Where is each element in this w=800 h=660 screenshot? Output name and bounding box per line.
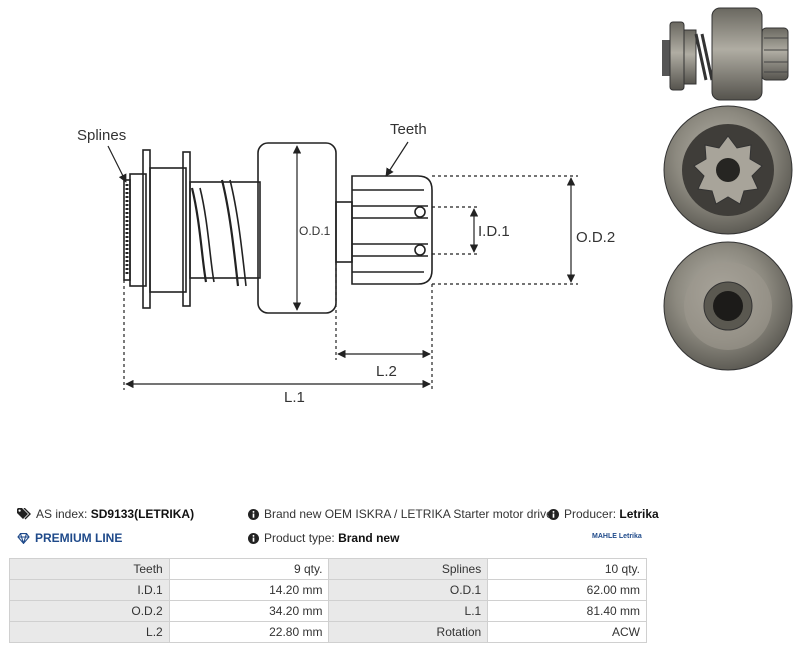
premium-label: PREMIUM LINE xyxy=(35,531,123,545)
label-teeth: Teeth xyxy=(390,121,427,138)
table-row: O.D.2 34.20 mm L.1 81.40 mm xyxy=(9,600,647,622)
as-index-value: SD9133(LETRIKA) xyxy=(90,507,195,521)
label-id1: I.D.1 xyxy=(478,223,510,240)
spec-key: L.1 xyxy=(328,600,489,622)
label-splines: Splines xyxy=(77,127,126,144)
photo-side-view xyxy=(662,7,789,101)
spec-table: Teeth 9 qty. Splines 10 qty. I.D.1 14.20… xyxy=(9,558,647,643)
description: Brand new OEM ISKRA / LETRIKA Starter mo… xyxy=(248,507,553,521)
spec-value: 22.80 mm xyxy=(168,621,330,643)
label-l2: L.2 xyxy=(376,363,397,380)
info-icon xyxy=(248,509,259,520)
table-row: I.D.1 14.20 mm O.D.1 62.00 mm xyxy=(9,579,647,601)
label-od2: O.D.2 xyxy=(576,229,615,246)
spec-value: 9 qty. xyxy=(168,558,330,580)
info-icon xyxy=(248,533,259,544)
description-text: Brand new OEM ISKRA / LETRIKA Starter mo… xyxy=(264,507,553,521)
starter-drive-outline xyxy=(123,142,433,314)
spec-value: 14.20 mm xyxy=(168,579,330,601)
info-icon xyxy=(548,509,559,520)
as-index-label: AS index: xyxy=(36,507,88,521)
table-row: Teeth 9 qty. Splines 10 qty. xyxy=(9,558,647,580)
product-type-value: Brand new xyxy=(338,531,400,545)
spec-key: I.D.1 xyxy=(9,579,170,601)
table-row: L.2 22.80 mm Rotation ACW xyxy=(9,621,647,643)
product-type-label: Product type: xyxy=(264,531,335,545)
spec-value: 10 qty. xyxy=(487,558,647,580)
spec-key: L.2 xyxy=(9,621,170,643)
producer-value: Letrika xyxy=(619,507,659,521)
spec-value: 62.00 mm xyxy=(487,579,647,601)
dimension-lines xyxy=(107,141,578,390)
spec-key: Rotation xyxy=(328,621,489,643)
label-od1: O.D.1 xyxy=(299,224,331,238)
photo-front-view xyxy=(663,105,793,235)
as-index: AS index: SD9133(LETRIKA) xyxy=(17,507,194,521)
technical-drawing: Splines Teeth O.D.1 I.D.1 O.D.2 L.2 L.1 xyxy=(77,7,793,406)
producer-label: Producer: xyxy=(564,507,617,521)
photo-rear-view xyxy=(663,241,793,371)
label-l1: L.1 xyxy=(284,389,305,406)
tags-icon xyxy=(17,508,31,520)
diamond-icon xyxy=(17,533,30,544)
spec-value: ACW xyxy=(487,621,647,643)
producer: Producer: Letrika xyxy=(548,507,659,521)
spec-key: O.D.1 xyxy=(328,579,489,601)
spec-key: O.D.2 xyxy=(9,600,170,622)
spec-value: 34.20 mm xyxy=(168,600,330,622)
brand-logo: MAHLE Letrika xyxy=(592,533,642,540)
spec-value: 81.40 mm xyxy=(487,600,647,622)
spec-key: Splines xyxy=(328,558,489,580)
spec-key: Teeth xyxy=(9,558,170,580)
product-type: Product type: Brand new xyxy=(248,531,399,545)
brand-logo-text: MAHLE Letrika xyxy=(592,533,642,540)
premium-line: PREMIUM LINE xyxy=(17,531,122,545)
